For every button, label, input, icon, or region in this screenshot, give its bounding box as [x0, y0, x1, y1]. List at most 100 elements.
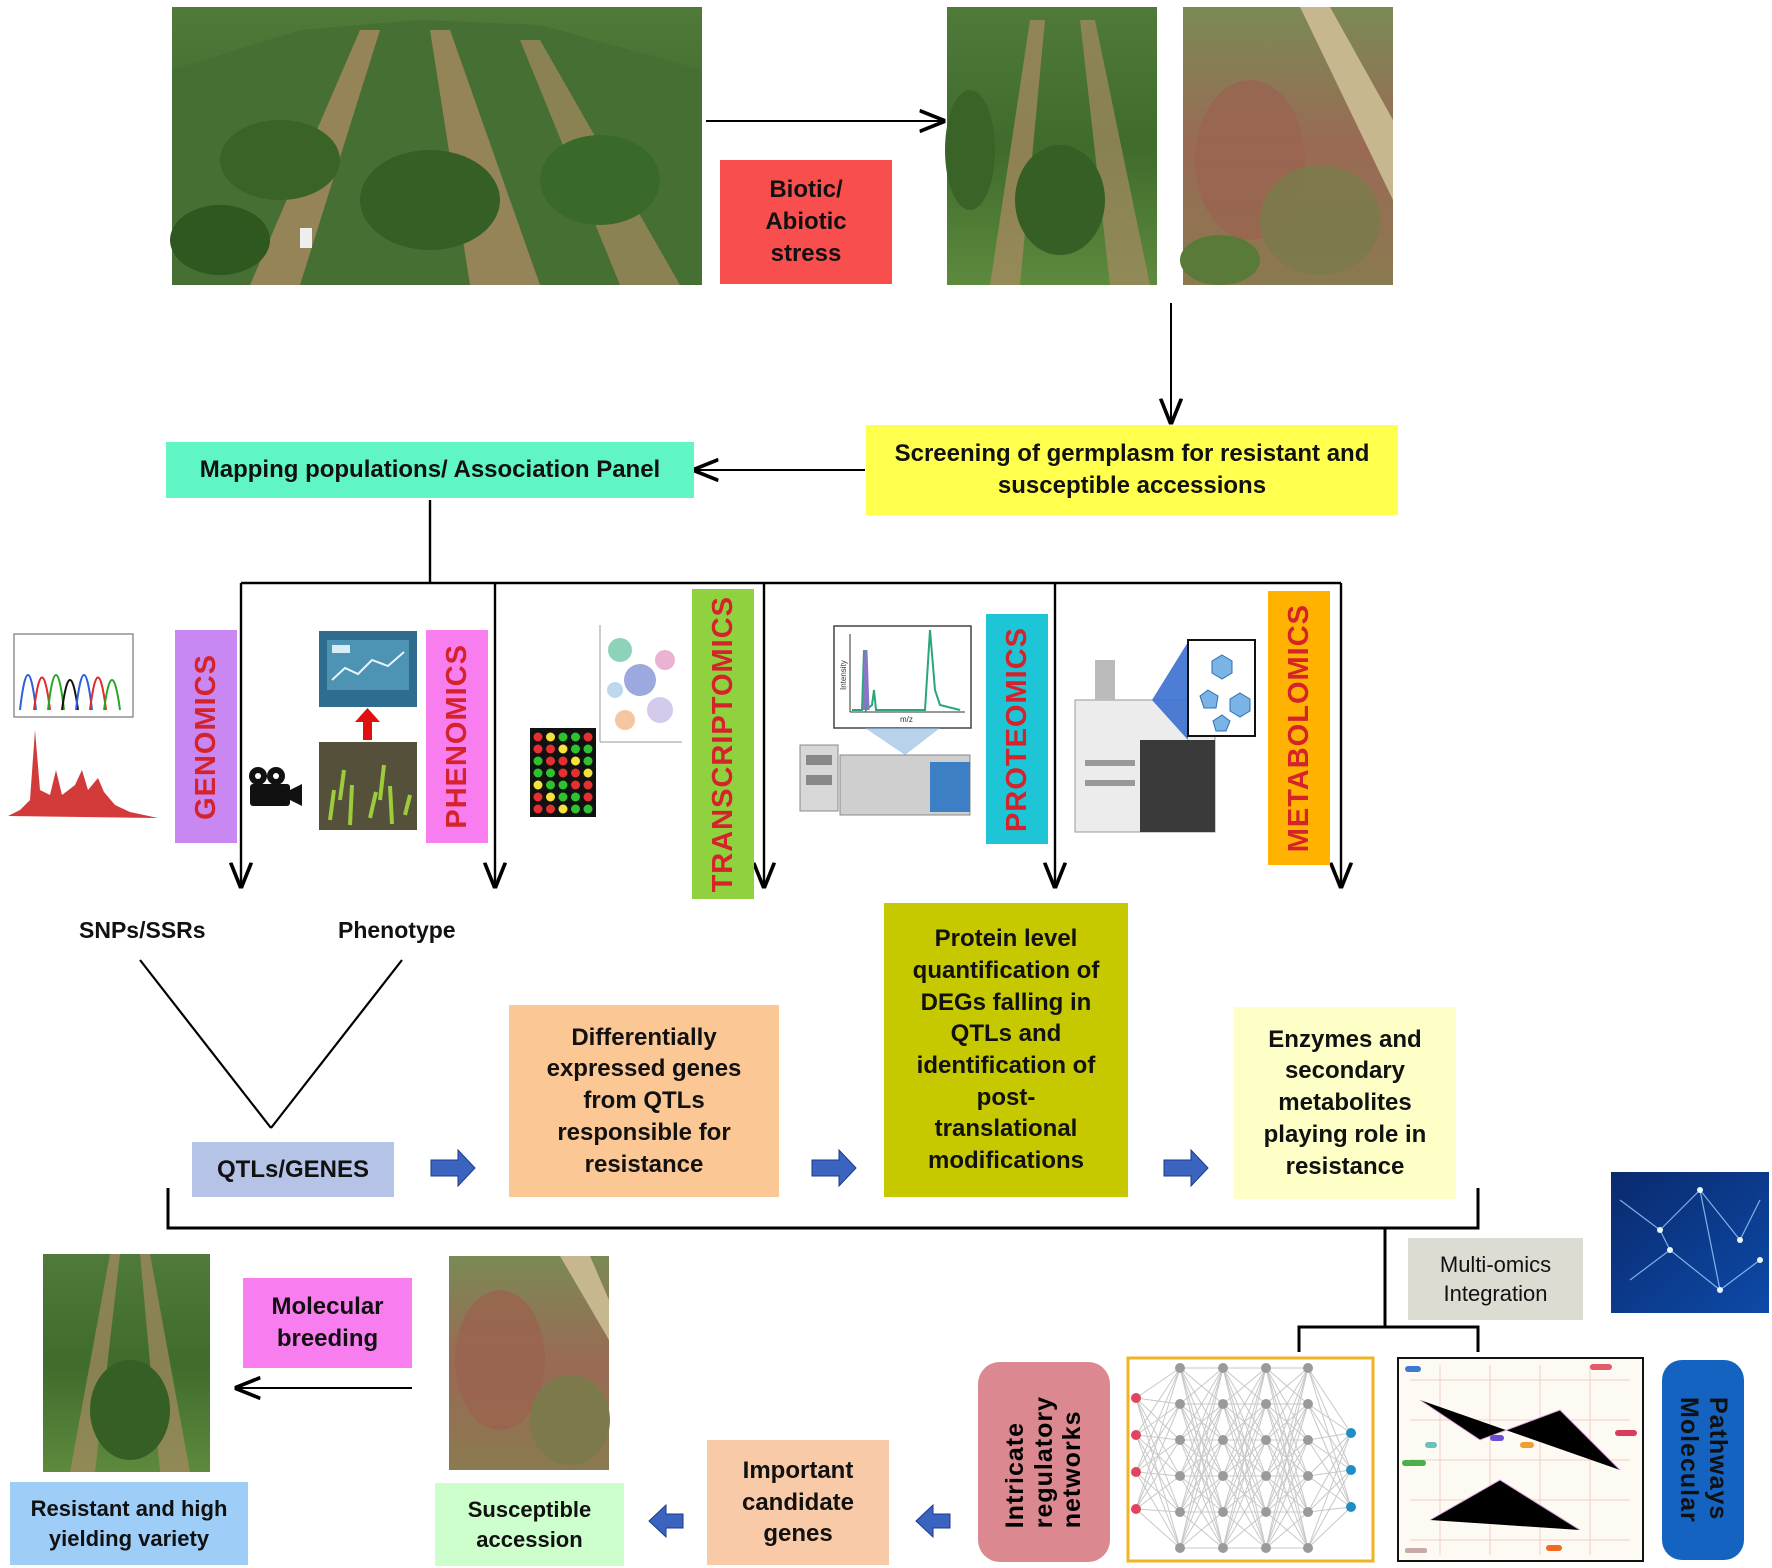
omics-branch-connector	[241, 500, 1341, 886]
network-node	[1261, 1363, 1271, 1373]
microarray-spot	[583, 780, 593, 790]
genomics-label: GENOMICS	[189, 653, 222, 820]
network-node	[1218, 1471, 1228, 1481]
proteomics-label: PROTEOMICS	[1000, 626, 1033, 832]
protein-label-line-7: translational	[934, 1115, 1078, 1143]
networks-label-line-1: Intricate	[1000, 1421, 1029, 1529]
network-node	[1303, 1471, 1313, 1481]
microarray-spot	[558, 744, 568, 754]
microarray-spot	[533, 804, 543, 814]
susceptible-label-line-2: accession	[476, 1526, 583, 1552]
network-node	[1303, 1363, 1313, 1373]
candidate-label-line-1: Important	[742, 1456, 854, 1484]
microarray-icon	[530, 728, 596, 817]
network-node	[1303, 1399, 1313, 1409]
microarray-spot	[546, 768, 555, 778]
phenotype-label: Phenotype	[338, 917, 456, 943]
microarray-spot	[558, 792, 568, 802]
mass-spectrometer-icon	[799, 744, 971, 816]
deg-label-line-5: resistance	[584, 1150, 704, 1178]
microarray-spot	[583, 744, 593, 754]
pathways-label-line-1: Molecular	[1675, 1397, 1703, 1523]
resistant-label: Resistant and high yielding variety	[31, 1494, 228, 1552]
microarray-spot	[533, 780, 543, 790]
microarray-spot	[583, 792, 593, 802]
camera-icon	[249, 767, 302, 806]
pathways-label-line-2: Pathways	[1703, 1397, 1732, 1521]
protein-label-line-8: modifications	[927, 1147, 1084, 1175]
network-node	[1175, 1363, 1185, 1373]
deg-label-line-3: from QTLs	[583, 1087, 705, 1115]
network-node	[1261, 1435, 1271, 1445]
network-node	[1218, 1363, 1228, 1373]
network-node	[1218, 1399, 1228, 1409]
microarray-spot	[583, 768, 593, 778]
enzymes-label-line-2: secondary	[1284, 1057, 1406, 1085]
multiomics-label-line-2: Integration	[1443, 1281, 1548, 1306]
breeding-label-line-2: breeding	[276, 1325, 379, 1352]
metabolite-structure-icon	[1187, 639, 1256, 737]
screening-label-line-1: Screening of germplasm for resistant and	[894, 440, 1370, 468]
tsne-scatter-icon	[599, 625, 682, 743]
network-image	[1611, 1172, 1769, 1313]
network-node	[1303, 1435, 1313, 1445]
phenomics-label: PHENOMICS	[440, 644, 473, 829]
network-node	[1175, 1399, 1185, 1409]
candidate-label-line-3: genes	[763, 1520, 833, 1548]
stress-label-line-3: stress	[770, 239, 842, 267]
field-photo-resistant-variety	[43, 1254, 210, 1472]
microarray-spot	[558, 732, 568, 742]
metabolic-map-graph	[1402, 1364, 1637, 1555]
microarray-spot	[571, 732, 580, 742]
network-node	[1303, 1507, 1313, 1517]
breeding-label-line-1: Molecular	[271, 1293, 384, 1321]
microarray-spot	[558, 780, 568, 790]
network-node	[1261, 1543, 1271, 1553]
susceptible-label-line-1: Susceptible	[467, 1497, 592, 1523]
spectrum-y-axis-label: Intensity	[839, 660, 848, 690]
gc-ms-instrument-icon	[1074, 642, 1216, 833]
spectrum-x-axis-label: m/z	[900, 715, 913, 724]
microarray-spot	[571, 744, 580, 754]
microarray-spot	[558, 756, 568, 766]
breeding-box: Molecular breeding	[243, 1278, 412, 1368]
stress-label-line-1: Biotic/	[769, 176, 843, 204]
resistant-label-line-1: Resistant and high	[30, 1496, 228, 1522]
microarray-spot	[571, 756, 580, 766]
transcriptomics-box: TRANSCRIPTOMICS	[692, 589, 754, 899]
field-photo-resistant	[945, 7, 1157, 285]
seedling-tray-icon	[319, 742, 417, 830]
blue-arrows	[430, 1148, 1209, 1539]
microarray-spot	[533, 732, 543, 742]
bottom-brace-connector	[166, 1188, 1480, 1352]
red-up-arrow	[355, 708, 380, 740]
enzymes-label-line-1: Enzymes and	[1268, 1025, 1422, 1053]
qtl-box: QTLs/GENES	[192, 1142, 394, 1197]
field-photo-susceptible	[1180, 7, 1393, 285]
genomics-ssr-peak-icon	[8, 730, 158, 818]
microarray-spot	[533, 756, 543, 766]
network-node	[1175, 1543, 1185, 1553]
networks-label-line-3: networks	[1058, 1410, 1087, 1529]
microarray-spot	[583, 756, 593, 766]
screening-label: Screening of germplasm for resistant and…	[895, 438, 1370, 501]
network-node	[1346, 1428, 1356, 1438]
network-node	[1131, 1430, 1141, 1440]
resistant-label-line-2: yielding variety	[48, 1525, 210, 1551]
deg-label-line-4: responsible for	[557, 1118, 731, 1146]
enzymes-label-line-3: metabolites	[1278, 1089, 1412, 1117]
microarray-spot	[533, 792, 543, 802]
mapping-box: Mapping populations/ Association Panel	[166, 442, 694, 498]
proteomics-box: PROTEOMICS	[986, 614, 1048, 844]
network-node	[1261, 1507, 1271, 1517]
